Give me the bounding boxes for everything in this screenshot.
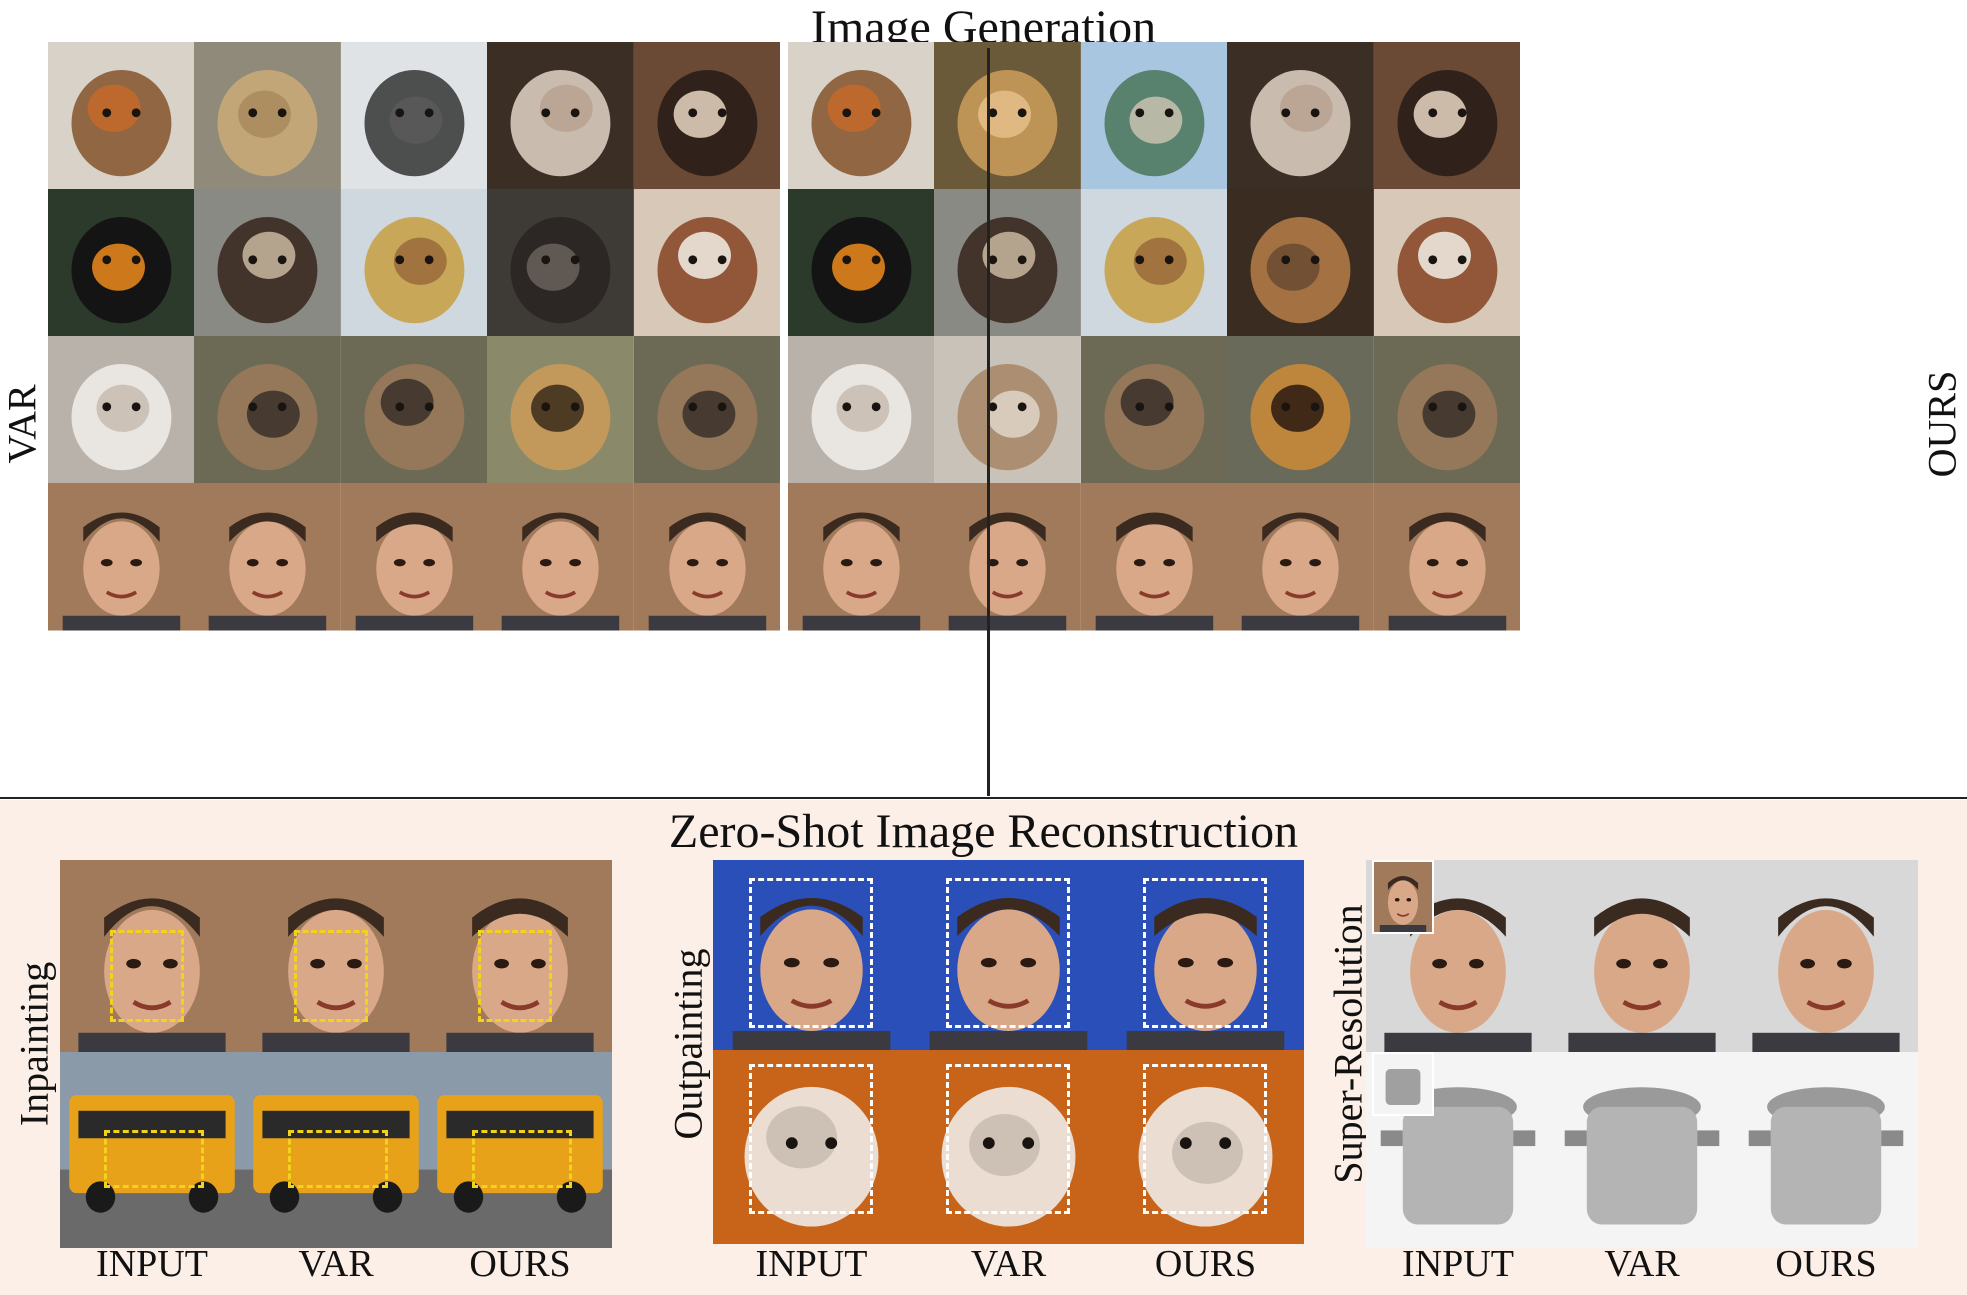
ours-gen-image-wolf [934,336,1082,484]
outpaint-man-input-image [713,860,910,1050]
var-gen-image-tower [340,42,488,190]
super-resolution-label: Super-Resolution [1325,904,1371,1184]
inpaint-bus-box-var [288,1130,388,1188]
outpaint-col-ours: OURS [1154,1243,1257,1285]
outpaint-col-input: INPUT [755,1243,868,1285]
sr-man-var-image [1550,860,1734,1052]
ours-gen-image-piano [1373,42,1521,190]
sr-pot-ours-image [1734,1052,1918,1248]
inpainting-label: Inpainting [11,961,57,1127]
inpaint-col-input: INPUT [96,1243,208,1285]
var-gen-image-cheetah [487,336,635,484]
outpaint-col-var: VAR [970,1243,1047,1285]
outpaint-face-box-var [946,878,1070,1028]
reconstruction-title: Zero-Shot Image Reconstruction [668,805,1299,858]
ours-gen-image-dome [1080,42,1228,190]
var-side-label: VAR [0,384,45,464]
ours-gen-image-dog [1373,336,1521,484]
ours-gen-image-mushroom [1227,42,1375,190]
sr-col-var: VAR [1604,1243,1680,1285]
var-gen-image-face [48,483,195,631]
inpaint-col-var: VAR [298,1243,374,1285]
ours-gen-image-face [1373,483,1521,631]
inpaint-bus-box-input [104,1130,204,1188]
sr-col-ours: OURS [1775,1243,1877,1285]
var-gen-image-cat [48,336,195,484]
inpaint-face-box-ours [478,930,552,1022]
outpaint-man-var-image [910,860,1107,1050]
inpaint-face-box-input [110,930,184,1022]
section-divider [0,797,1967,799]
var-gen-image-bird [48,42,195,190]
var-gen-image-dessert [633,189,781,337]
var-gen-image-face [487,483,635,631]
var-gen-image-corn [340,189,488,337]
inpaint-col-ours: OURS [469,1243,571,1285]
sr-pot-var-image [1550,1052,1734,1248]
var-gen-image-toucan [48,189,195,337]
var-gen-image-pug [487,189,635,337]
var-gen-image-piano [633,42,781,190]
ours-gen-image-corn [1080,189,1228,337]
ours-gen-image-toucan [788,189,935,337]
outpaint-cat-var-image [910,1050,1107,1244]
inpaint-bus-input-image [60,1052,244,1248]
ours-gen-image-face [1080,483,1228,631]
var-gen-image-face [340,483,488,631]
sr-col-input: INPUT [1402,1243,1514,1285]
sr-man-lowres-inset [1372,860,1434,934]
var-gen-image-ferret [194,189,342,337]
ours-gen-image-dessert [1373,189,1521,337]
inpaint-face-box-var [294,930,368,1022]
ours-gen-image-face [1227,483,1375,631]
var-gen-image-face [633,483,781,631]
outpaint-cat-box-input [749,1064,873,1214]
ours-gen-image-dog [1080,336,1228,484]
ours-gen-image-ferret [934,189,1082,337]
ours-gen-image-lion [934,42,1082,190]
inpaint-bus-var-image [244,1052,428,1248]
outpaint-cat-box-ours [1143,1064,1267,1214]
var-gen-image-face [194,483,342,631]
var-gen-image-dog [340,336,488,484]
outpaint-face-box-input [749,878,873,1028]
ours-gen-image-face [788,483,935,631]
generation-divider [987,48,990,796]
outpaint-cat-box-var [946,1064,1070,1214]
outpaint-face-box-ours [1143,878,1267,1028]
var-gen-image-lioness [194,42,342,190]
sr-pot-lowres-inset [1372,1052,1434,1116]
outpainting-label: Outpainting [665,948,711,1140]
ours-gen-image-bulldog [1227,189,1375,337]
ours-gen-image-face [934,483,1082,631]
var-gen-image-dog [194,336,342,484]
inpaint-bus-box-ours [472,1130,572,1188]
var-gen-image-dog [633,336,781,484]
ours-gen-image-bird [788,42,935,190]
inpaint-bus-ours-image [428,1052,612,1248]
var-gen-image-mushroom [487,42,635,190]
sr-man-ours-image [1734,860,1918,1052]
ours-side-label: OURS [1919,370,1965,478]
outpaint-man-ours-image [1107,860,1304,1050]
ours-gen-image-jaguar [1227,336,1375,484]
ours-gen-image-cat [788,336,935,484]
